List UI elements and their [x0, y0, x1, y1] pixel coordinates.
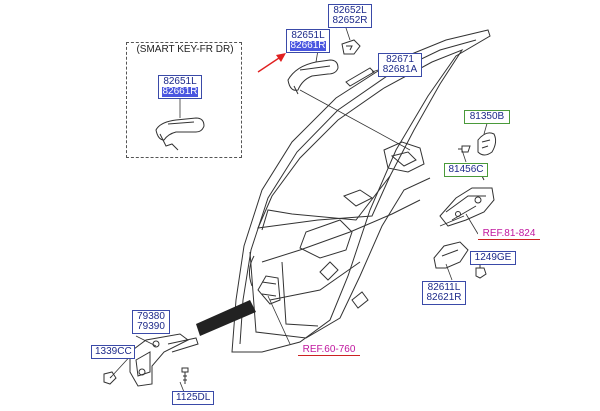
handle-cover-drawing	[341, 39, 361, 55]
latch-mechanism-drawing	[439, 171, 495, 227]
part-number: 1339CC	[95, 346, 132, 357]
red-pointer-arrow	[257, 53, 286, 73]
part-number: 1125DL	[176, 392, 211, 403]
smart-key-box	[126, 42, 242, 158]
part-label-1339cc[interactable]: 1339CC	[91, 345, 135, 359]
ref-link-81-824[interactable]: REF.81-824	[478, 229, 540, 240]
part-label-1125dl[interactable]: 1125DL	[172, 391, 214, 405]
part-number: 82611L	[427, 282, 461, 293]
bolt-1339cc-drawing	[103, 371, 117, 385]
ref-text: REF.81-824	[482, 228, 536, 239]
checker-assembly-drawing	[129, 333, 199, 387]
part-number: 82652R	[332, 15, 368, 26]
part-label-81350b[interactable]: 81350B	[464, 110, 510, 124]
leader-lines	[111, 27, 489, 393]
ref-link-60-760[interactable]: REF.60-760	[298, 345, 360, 356]
part-number: 81456C	[448, 164, 484, 175]
part-label-82671[interactable]: 82671 82681A	[378, 53, 422, 77]
part-number: 79390	[137, 321, 165, 332]
part-label-82611[interactable]: 82611L 82621R	[422, 281, 466, 305]
part-label-81456c[interactable]: 81456C	[444, 163, 488, 177]
inside-handle-drawing	[433, 241, 469, 269]
part-number-highlighted: 82661R	[290, 40, 326, 51]
part-number: 81350B	[469, 111, 505, 122]
part-number: 82621R	[426, 292, 462, 303]
gasket-drawing	[345, 67, 375, 87]
part-label-1249ge[interactable]: 1249GE	[470, 251, 516, 265]
cover-81350b-drawing	[477, 132, 497, 156]
part-label-82651-highlighted[interactable]: 82651L 82661R	[286, 29, 330, 53]
ref-text: REF.60-760	[302, 344, 356, 355]
door-checker-drawing	[257, 275, 281, 305]
smart-key-box-title: (SMART KEY-FR DR)	[136, 44, 234, 55]
part-label-82652[interactable]: 82652L 82652R	[328, 4, 372, 28]
checker-strap	[196, 300, 256, 336]
part-number: 82652L	[333, 5, 367, 16]
part-number: 82671	[386, 54, 414, 65]
part-number: 79380	[137, 311, 165, 322]
part-number: 82651L	[163, 76, 197, 87]
part-label-82651-smart[interactable]: 82651L 82661R	[158, 75, 202, 99]
smart-key-handle-drawing	[155, 117, 205, 151]
outside-handle-drawing	[287, 59, 339, 95]
door-shell	[231, 29, 491, 353]
part-number: 82651L	[291, 30, 325, 41]
screw-81456c-drawing	[458, 145, 471, 153]
part-number-highlighted: 82661R	[162, 86, 198, 97]
part-label-79380[interactable]: 79380 79390	[132, 310, 170, 334]
bolt-1125dl-drawing	[181, 367, 189, 384]
part-number: 1249GE	[474, 252, 512, 263]
part-number: 82681A	[382, 64, 418, 75]
